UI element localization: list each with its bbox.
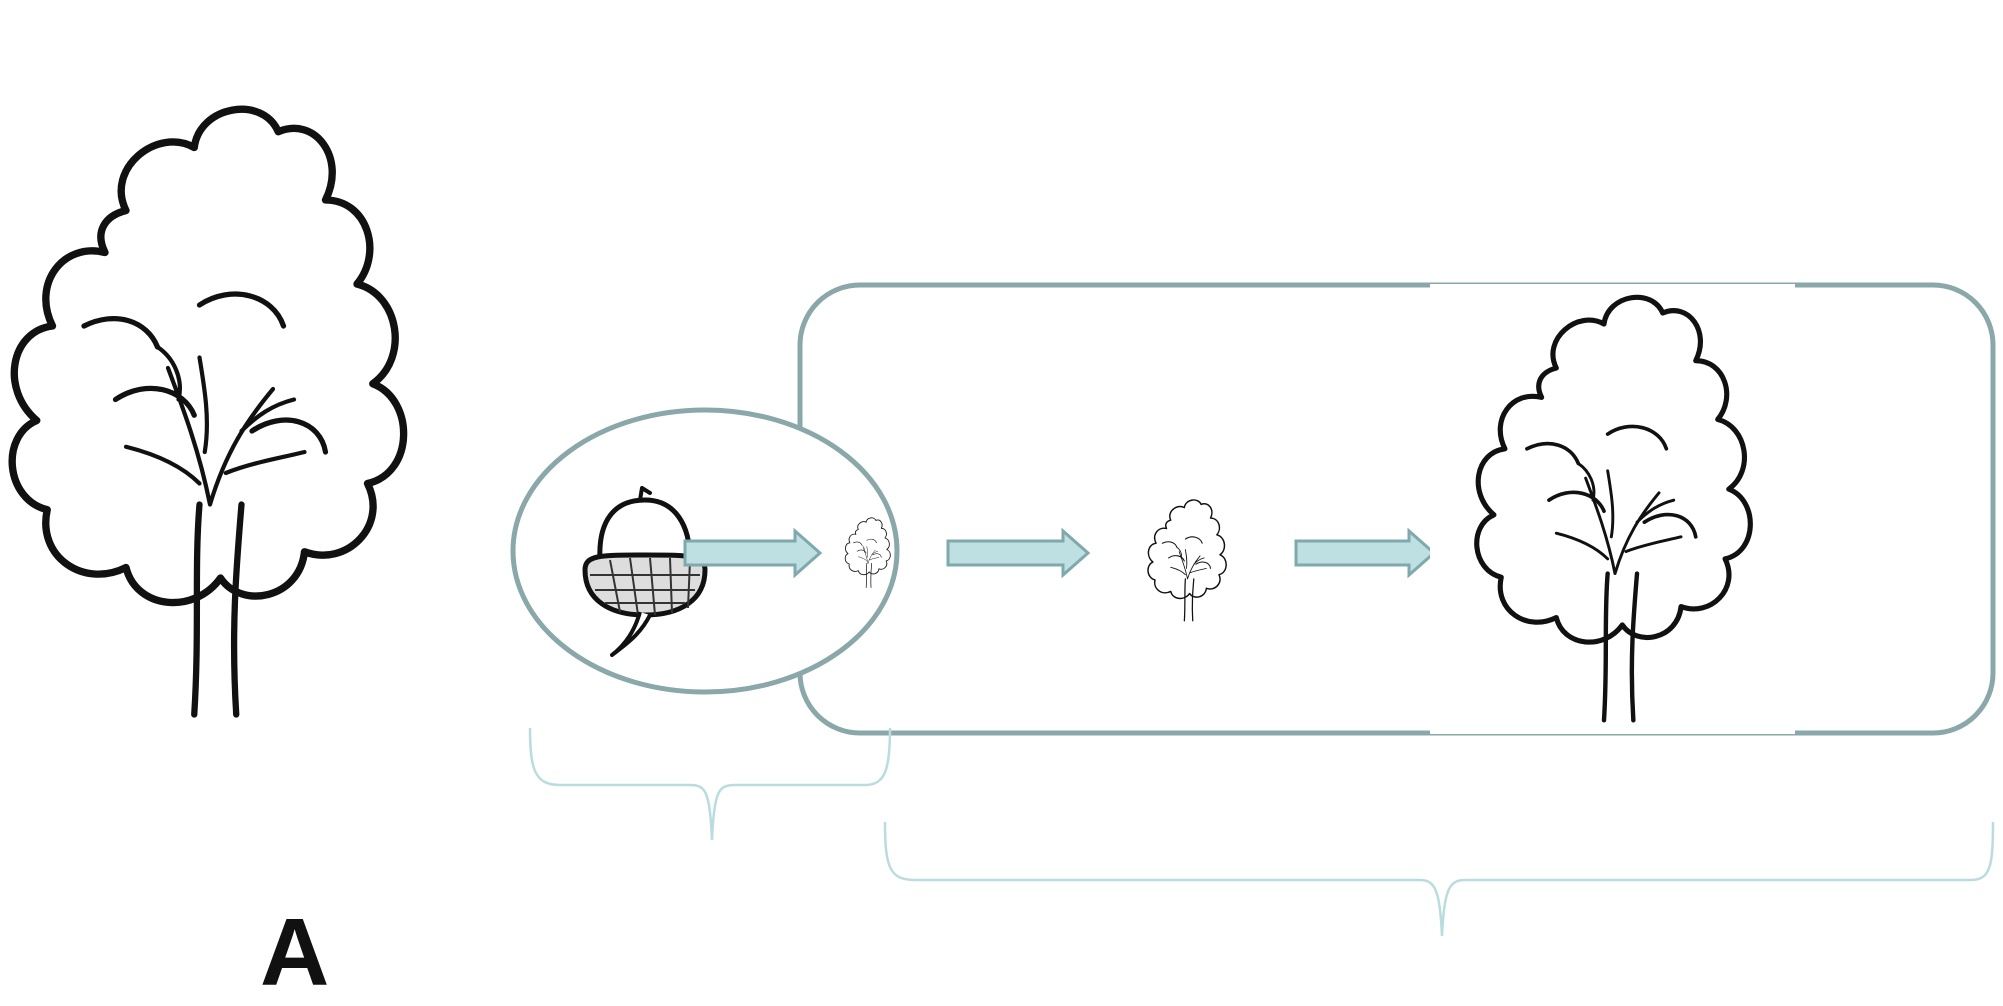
caption-text: A bbox=[260, 905, 329, 1001]
young-tree-icon bbox=[1148, 500, 1226, 621]
arrow-3 bbox=[1296, 531, 1434, 575]
large-oak-tree bbox=[12, 109, 403, 714]
growth-brace bbox=[885, 822, 1993, 936]
acorn-brace bbox=[530, 728, 890, 840]
oak-life-cycle-diagram bbox=[0, 0, 2003, 936]
growth-frame bbox=[800, 285, 1993, 733]
arrow-2 bbox=[948, 531, 1088, 575]
